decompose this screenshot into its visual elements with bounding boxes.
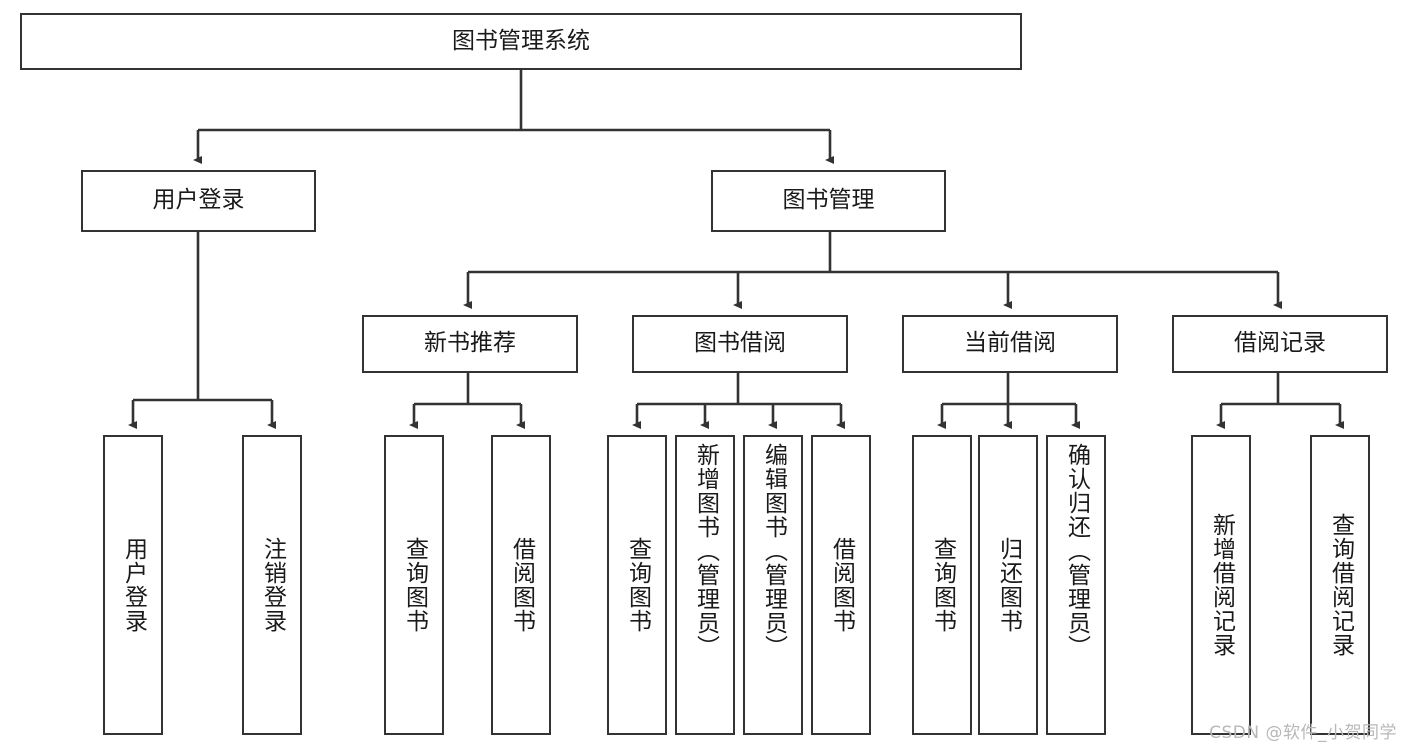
node-label: 查询图书 <box>929 537 956 633</box>
leaf-recommend-query-book[interactable]: 查询图书 <box>384 435 444 735</box>
node-label: 注销登录 <box>259 537 286 633</box>
leaf-borrow-borrow-book[interactable]: 借阅图书 <box>811 435 871 735</box>
node-label: 借阅图书 <box>508 537 535 633</box>
leaf-user-login-signin[interactable]: 用户登录 <box>103 435 163 735</box>
leaf-borrow-add-book-admin[interactable]: 新增图书（管理员） <box>675 435 735 735</box>
leaf-records-add-record[interactable]: 新增借阅记录 <box>1191 435 1251 735</box>
node-label: 借阅记录 <box>1234 330 1326 357</box>
node-label: 图书借阅 <box>694 330 786 357</box>
node-label: 借阅图书 <box>828 537 855 633</box>
node-label: 用户登录 <box>152 187 245 214</box>
node-label: 确认归还（管理员） <box>1063 443 1090 659</box>
node-current-borrow[interactable]: 当前借阅 <box>902 315 1118 373</box>
node-label: 查询图书 <box>401 537 428 633</box>
node-label: 归还图书 <box>995 537 1022 633</box>
node-label: 新增借阅记录 <box>1208 513 1235 657</box>
watermark-csdn: CSDN @软件_小贺同学 <box>1209 723 1397 743</box>
node-user-login[interactable]: 用户登录 <box>81 170 316 232</box>
leaf-records-query-record[interactable]: 查询借阅记录 <box>1310 435 1370 735</box>
node-root-system[interactable]: 图书管理系统 <box>20 13 1022 70</box>
node-new-book-recommend[interactable]: 新书推荐 <box>362 315 578 373</box>
leaf-current-confirm-return-admin[interactable]: 确认归还（管理员） <box>1046 435 1106 735</box>
leaf-borrow-edit-book-admin[interactable]: 编辑图书（管理员） <box>743 435 803 735</box>
node-book-borrow[interactable]: 图书借阅 <box>632 315 848 373</box>
node-label: 查询图书 <box>624 537 651 633</box>
node-label: 图书管理 <box>782 187 875 214</box>
node-label: 当前借阅 <box>964 330 1056 357</box>
node-label: 图书管理系统 <box>452 27 590 54</box>
node-label: 查询借阅记录 <box>1327 513 1354 657</box>
leaf-borrow-query-book[interactable]: 查询图书 <box>607 435 667 735</box>
leaf-recommend-borrow-book[interactable]: 借阅图书 <box>491 435 551 735</box>
leaf-current-return-book[interactable]: 归还图书 <box>978 435 1038 735</box>
leaf-user-login-signout[interactable]: 注销登录 <box>242 435 302 735</box>
node-label: 新书推荐 <box>424 330 516 357</box>
leaf-current-query-book[interactable]: 查询图书 <box>912 435 972 735</box>
node-label: 新增图书（管理员） <box>692 443 719 659</box>
node-label: 编辑图书（管理员） <box>760 443 787 659</box>
node-book-management[interactable]: 图书管理 <box>711 170 946 232</box>
node-label: 用户登录 <box>120 537 147 633</box>
node-borrow-records[interactable]: 借阅记录 <box>1172 315 1388 373</box>
